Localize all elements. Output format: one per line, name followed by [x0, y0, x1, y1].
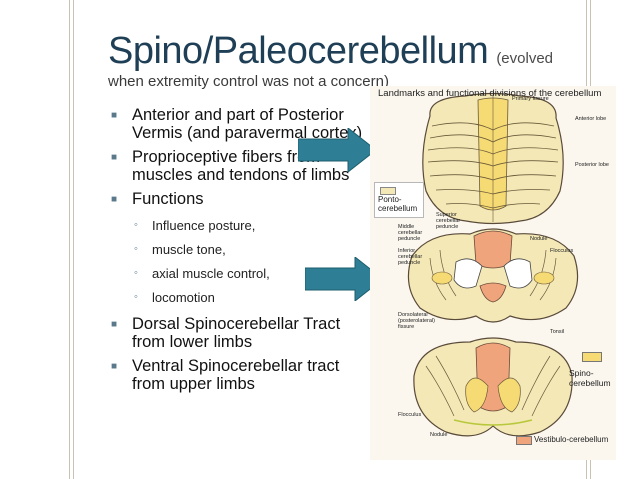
label-nodule: Nodule — [430, 432, 448, 438]
label-anterior-lobe: Anterior lobe — [575, 116, 607, 122]
cerebellum-top-view — [422, 92, 564, 225]
label-middle-peduncle: Middle cerebellar peduncle — [398, 224, 423, 242]
bullet-list: ■ Anterior and part of Posterior Vermis … — [108, 106, 368, 399]
label-primary-fissure: Primary fissure — [512, 96, 549, 102]
cerebellum-inferior-view — [413, 337, 573, 437]
bullet-item: ■ Dorsal Spinocerebellar Tract from lowe… — [108, 315, 368, 351]
cerebellum-figure: Landmarks and functional divisions of th… — [370, 86, 616, 460]
sub-bullet-item: ◦ axial muscle control, — [108, 266, 368, 281]
bullet-text: Dorsal Spinocerebellar Tract from lower … — [132, 315, 341, 351]
sub-bullet-item: ◦ locomotion — [108, 290, 368, 305]
bullet-item: ■ Proprioceptive fibers from muscles and… — [108, 148, 368, 184]
sub-bullet-text: muscle tone, — [152, 242, 226, 257]
cerebellum-illustration — [370, 86, 616, 460]
label-posterior-lobe: Posterior lobe — [575, 162, 609, 168]
label-tonsil: Tonsil — [550, 329, 565, 335]
figure-caption: Landmarks and functional divisions of th… — [378, 88, 602, 99]
bullet-marker-icon: ■ — [111, 361, 118, 372]
sub-bullet-text: axial muscle control, — [152, 266, 270, 281]
sub-bullet-item: ◦ muscle tone, — [108, 242, 368, 257]
sub-bullet-marker-icon: ◦ — [134, 267, 138, 279]
bullet-marker-icon: ■ — [111, 194, 118, 205]
bullet-item: ■ Functions — [108, 190, 368, 208]
bullet-marker-icon: ■ — [111, 319, 118, 330]
sub-bullet-text: locomotion — [152, 290, 215, 305]
label-flocculus: Flocculus — [550, 248, 574, 254]
sub-bullet-marker-icon: ◦ — [134, 243, 138, 255]
page-edge-line — [69, 0, 70, 479]
legend-label: Ponto-cerebellum — [378, 195, 418, 213]
bullet-text: Proprioceptive fibers from muscles and t… — [132, 148, 350, 184]
arrow-right-icon — [305, 257, 384, 301]
legend-swatch — [380, 187, 396, 195]
label-flocculus: Flocculus — [398, 412, 422, 418]
bullet-text: Ventral Spinocerebellar tract from upper… — [132, 357, 340, 393]
legend-spino-label: Spino-cerebellum — [569, 368, 611, 388]
legend-ponto: Ponto-cerebellum — [374, 182, 424, 218]
label-nodule: Nodule — [530, 236, 548, 242]
legend-swatch — [582, 352, 602, 362]
page-edge-line — [73, 0, 74, 479]
title-main: Spino/Paleocerebellum — [108, 30, 489, 72]
sub-bullet-item: ◦ Influence posture, — [108, 218, 368, 233]
slide-subtitle: when extremity control was not a concern… — [108, 73, 389, 90]
arrow-right-icon — [298, 128, 377, 172]
sub-bullet-marker-icon: ◦ — [134, 291, 138, 303]
bullet-marker-icon: ■ — [111, 110, 118, 121]
cerebellum-anterior-view — [407, 228, 579, 323]
label-dorsolateral-fissure: Dorsolateral (posterolateral) fissure — [398, 312, 435, 330]
bullet-text: Functions — [132, 190, 204, 208]
bullet-marker-icon: ■ — [111, 152, 118, 163]
legend-swatch — [516, 436, 532, 445]
label-superior-peduncle: Superior cerebellar peduncle — [436, 212, 461, 230]
label-inferior-peduncle: Inferior cerebellar peduncle — [398, 248, 423, 266]
legend-vestibulo-label: Vestibulo-cerebellum — [534, 435, 609, 444]
sub-bullet-text: Influence posture, — [152, 218, 256, 233]
bullet-text: Anterior and part of Posterior Vermis (a… — [132, 106, 363, 142]
bullet-item: ■ Anterior and part of Posterior Vermis … — [108, 106, 368, 142]
title-paren: (evolved — [496, 50, 554, 67]
bullet-item: ■ Ventral Spinocerebellar tract from upp… — [108, 357, 368, 393]
slide-title: Spino/Paleocerebellum (evolved — [108, 30, 553, 73]
sub-bullet-marker-icon: ◦ — [134, 219, 138, 231]
